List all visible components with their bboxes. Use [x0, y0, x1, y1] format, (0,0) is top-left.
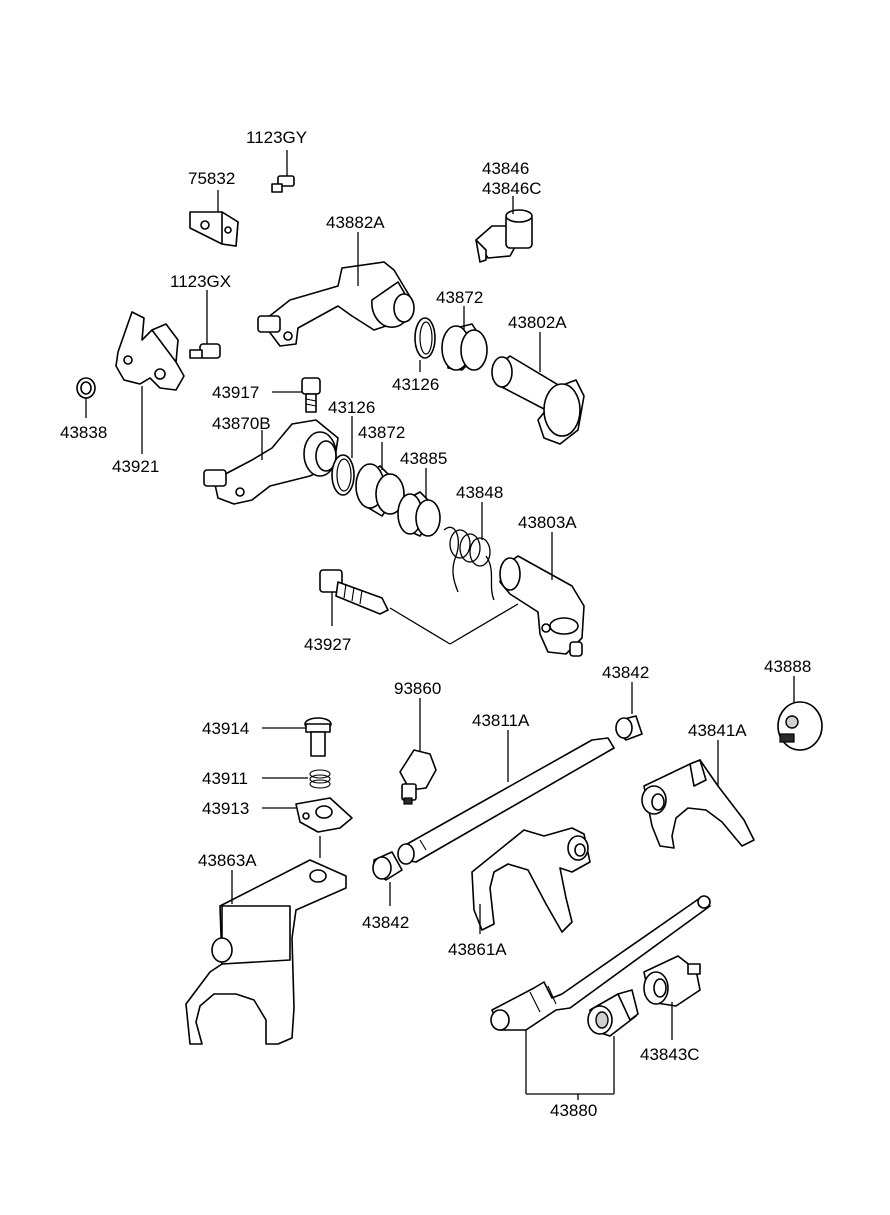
shaft-43803a-drawing [499, 532, 585, 657]
label-43843c: 43843C [640, 1045, 700, 1064]
label-43126-top: 43126 [392, 375, 439, 394]
plug-43846-drawing [475, 196, 533, 263]
label-43842-bot: 43842 [362, 913, 409, 932]
spring-43911-drawing [262, 769, 331, 789]
fork-43841a-drawing [641, 740, 755, 849]
label-43842-top: 43842 [602, 663, 649, 682]
label-43803a: 43803A [518, 513, 577, 532]
bolt-43917-drawing [272, 377, 321, 413]
label-43927: 43927 [304, 635, 351, 654]
bracket-43921-drawing [115, 311, 185, 454]
label-43872-top: 43872 [436, 288, 483, 307]
fork-43863a-drawing [185, 836, 347, 1045]
label-43861a: 43861A [448, 940, 507, 959]
ring-43126-top-drawing [414, 317, 436, 372]
bushing-43872-mid-drawing [355, 442, 405, 517]
label-43880: 43880 [550, 1101, 597, 1120]
label-43914: 43914 [202, 719, 249, 738]
bolt-1123gy-drawing [271, 150, 295, 193]
label-1123gx: 1123GX [170, 272, 231, 291]
shaft-43802a-drawing [491, 332, 585, 445]
label-43870b: 43870B [212, 414, 271, 433]
bracket-75832-drawing [189, 190, 239, 247]
label-93860: 93860 [394, 679, 441, 698]
label-43882a: 43882A [326, 213, 385, 232]
fork-43861a-drawing [471, 827, 591, 934]
switch-93860-drawing [399, 698, 437, 805]
bushing-43885-drawing [397, 468, 441, 537]
knob-43888-drawing [777, 676, 823, 751]
label-43846c: 43846C [482, 179, 542, 198]
label-43802a: 43802A [508, 313, 567, 332]
label-43838: 43838 [60, 423, 107, 442]
nut-43838-drawing [76, 377, 96, 418]
bolt-1123gx-drawing [189, 290, 221, 359]
label-43888: 43888 [764, 657, 811, 676]
label-43911: 43911 [202, 769, 248, 788]
bracket-43880-lines [525, 1030, 615, 1100]
label-43126-mid: 43126 [328, 398, 375, 417]
bushing-43872-top-drawing [441, 306, 488, 371]
bolt-43927-drawing [319, 569, 519, 645]
label-75832: 75832 [188, 169, 235, 188]
collar-43843c-drawing [643, 955, 701, 1040]
label-43863a: 43863A [198, 851, 257, 870]
bushing-43842-top-drawing [615, 682, 643, 741]
bushing-43842-bot-drawing [372, 851, 403, 906]
lever-43882a-drawing [257, 232, 415, 347]
label-43917: 43917 [212, 383, 259, 402]
label-43841a: 43841A [688, 721, 747, 740]
label-1123gy: 1123GY [246, 128, 307, 147]
label-43885: 43885 [400, 449, 447, 468]
label-43921: 43921 [112, 457, 159, 476]
rod-43811a-drawing [397, 730, 615, 865]
label-43848: 43848 [456, 483, 503, 502]
label-43811a: 43811A [472, 711, 530, 730]
sleeve-43880-drawing [587, 989, 639, 1037]
ring-43126-mid-drawing [331, 416, 355, 496]
label-43846: 43846 [482, 159, 529, 178]
label-43872-mid: 43872 [358, 423, 405, 442]
label-43913: 43913 [202, 799, 249, 818]
part-labels: 1123GY 75832 43846 43846C 43882A 1123GX … [60, 128, 811, 1120]
shaft-43880-drawing [490, 895, 711, 1031]
plate-43913-drawing [262, 797, 353, 833]
spring-43848-drawing [443, 502, 495, 601]
pin-43914-drawing [262, 717, 332, 757]
